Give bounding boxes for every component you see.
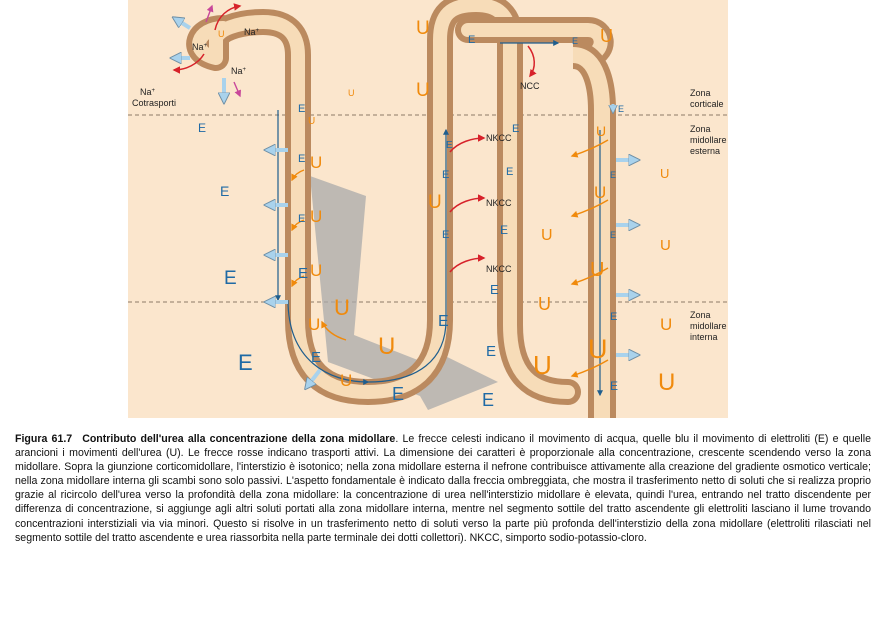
svg-text:E: E [610, 170, 616, 180]
svg-text:U: U [308, 315, 320, 334]
cotransport-arrows [205, 4, 242, 98]
svg-text:U: U [660, 315, 672, 334]
svg-text:E: E [438, 313, 449, 330]
svg-text:E: E [446, 140, 453, 151]
svg-text:E: E [610, 230, 616, 240]
svg-text:U: U [310, 261, 322, 280]
electrolyte-letters: E E E E E E E E E E E E E E E E E E E E … [198, 34, 624, 410]
svg-text:E: E [490, 282, 499, 297]
svg-text:E: E [486, 343, 496, 360]
svg-text:E: E [506, 166, 513, 178]
svg-text:U: U [310, 207, 322, 226]
svg-text:U: U [308, 116, 315, 127]
svg-text:U: U [658, 369, 675, 396]
svg-text:U: U [588, 334, 608, 364]
nkcc-label: NKCC [486, 133, 512, 143]
svg-text:U: U [600, 26, 613, 46]
svg-text:E: E [442, 229, 449, 241]
svg-text:E: E [298, 213, 305, 225]
svg-text:E: E [610, 379, 618, 393]
water-arrows [172, 18, 638, 388]
svg-text:U: U [334, 295, 350, 320]
transport-labels: Na+ Na+ Na+ Na+ Cotrasporti NCC NKCC NKC… [132, 27, 540, 274]
svg-text:U: U [596, 123, 606, 139]
svg-text:U: U [533, 350, 552, 380]
svg-text:U: U [416, 80, 430, 101]
svg-text:U: U [660, 237, 671, 254]
svg-text:E: E [198, 121, 206, 135]
svg-text:E: E [618, 104, 624, 114]
ncc-label: NCC [520, 81, 540, 91]
svg-text:Na+: Na+ [231, 66, 247, 76]
shaded-net-transfer-arrow [310, 176, 498, 410]
figure-caption: Figura 61.7 Contributo dell'urea alla con… [15, 432, 871, 545]
svg-text:U: U [541, 227, 553, 244]
svg-text:U: U [428, 192, 442, 213]
caption-text: . Le frecce celesti indicano il moviment… [15, 433, 871, 544]
nkcc-label: NKCC [486, 198, 512, 208]
svg-text:U: U [218, 29, 225, 39]
svg-text:U: U [594, 183, 606, 202]
svg-text:E: E [238, 350, 253, 375]
svg-text:U: U [538, 294, 551, 314]
svg-text:Na+: Na+ [140, 87, 156, 97]
urea-letters: U U U U U U U U U U U U U U U U U U U U … [218, 18, 675, 396]
distal-tubule-and-collecting-duct [455, 17, 616, 418]
svg-text:E: E [442, 169, 449, 181]
svg-text:U: U [590, 259, 604, 281]
svg-text:E: E [224, 268, 237, 289]
svg-text:E: E [311, 349, 321, 366]
svg-text:U: U [378, 333, 395, 360]
svg-text:U: U [340, 371, 352, 390]
svg-text:E: E [468, 34, 475, 46]
electrolyte-flow-arrows [275, 40, 603, 397]
nkcc-label: NKCC [486, 264, 512, 274]
zone-midollare-esterna-label: Zona midollare esterna [690, 124, 728, 156]
svg-text:E: E [298, 265, 308, 282]
svg-text:E: E [500, 223, 508, 237]
cotrasporti-label: Cotrasporti [132, 98, 176, 108]
figure-title: Contributo dell'urea alla concentrazione… [82, 433, 396, 445]
svg-text:E: E [298, 153, 305, 165]
urea-arrows [291, 139, 609, 378]
svg-text:U: U [660, 166, 669, 181]
svg-text:U: U [348, 88, 355, 98]
zone-corticale-label: Zona corticale [690, 88, 724, 109]
svg-text:U: U [310, 153, 322, 172]
svg-text:E: E [512, 123, 519, 135]
zone-labels: Zona corticale Zona midollare esterna Zo… [690, 88, 728, 342]
svg-text:U: U [416, 18, 430, 39]
svg-text:E: E [392, 384, 404, 404]
svg-text:Na+: Na+ [192, 42, 208, 52]
svg-text:Na+: Na+ [244, 27, 260, 37]
svg-text:E: E [298, 103, 305, 115]
active-transport-arrows [172, 3, 537, 273]
nephron-figure: Na+ Na+ Na+ Na+ Cotrasporti NCC NKCC NKC… [128, 0, 728, 418]
svg-text:E: E [482, 390, 494, 410]
svg-text:E: E [610, 311, 617, 323]
figure-number: Figura 61.7 [15, 433, 73, 445]
zone-midollare-interna-label: Zona midollare interna [690, 310, 728, 342]
svg-text:E: E [220, 183, 229, 199]
svg-text:E: E [572, 36, 578, 46]
